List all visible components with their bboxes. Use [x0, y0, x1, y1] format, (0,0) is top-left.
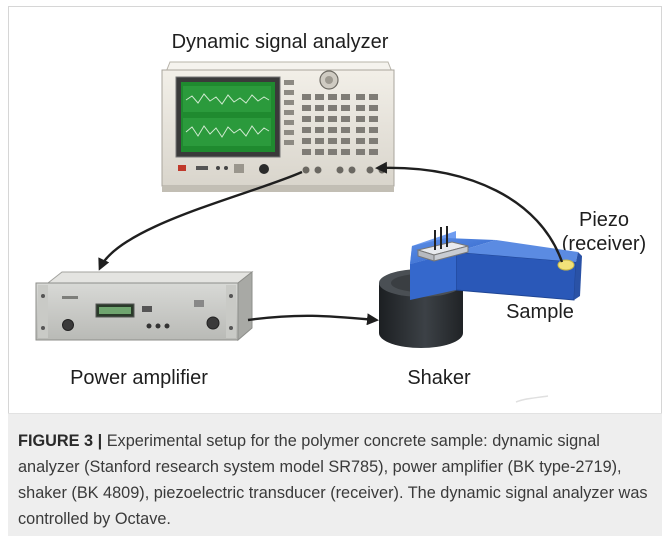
dynamic-signal-analyzer-label: Dynamic signal analyzer — [172, 31, 389, 53]
setup-diagram: Dynamic signal analyzer Power amplifier … — [35, 31, 646, 403]
shaker-label: Shaker — [407, 367, 471, 389]
arrow-amplifier-to-shaker — [247, 313, 379, 326]
caption-body: Experimental setup for the polymer concr… — [18, 432, 648, 528]
dynamic-signal-analyzer — [161, 61, 395, 192]
figure-caption: FIGURE 3 | Experimental setup for the po… — [8, 413, 662, 536]
caption-label: FIGURE 3 | — [18, 432, 103, 450]
power-amplifier-label: Power amplifier — [70, 367, 208, 389]
arrow-piezo-to-analyzer — [375, 161, 564, 263]
caption-text: FIGURE 3 | Experimental setup for the po… — [18, 428, 652, 532]
piezo-receiver — [557, 259, 575, 271]
sample-beam — [410, 226, 582, 301]
piezo-receiver-label: (receiver) — [562, 233, 646, 255]
sample-label: Sample — [506, 301, 574, 323]
power-amplifier — [35, 270, 254, 342]
piezo-label: Piezo — [579, 209, 629, 231]
arrow-analyzer-to-amplifier — [98, 170, 303, 271]
